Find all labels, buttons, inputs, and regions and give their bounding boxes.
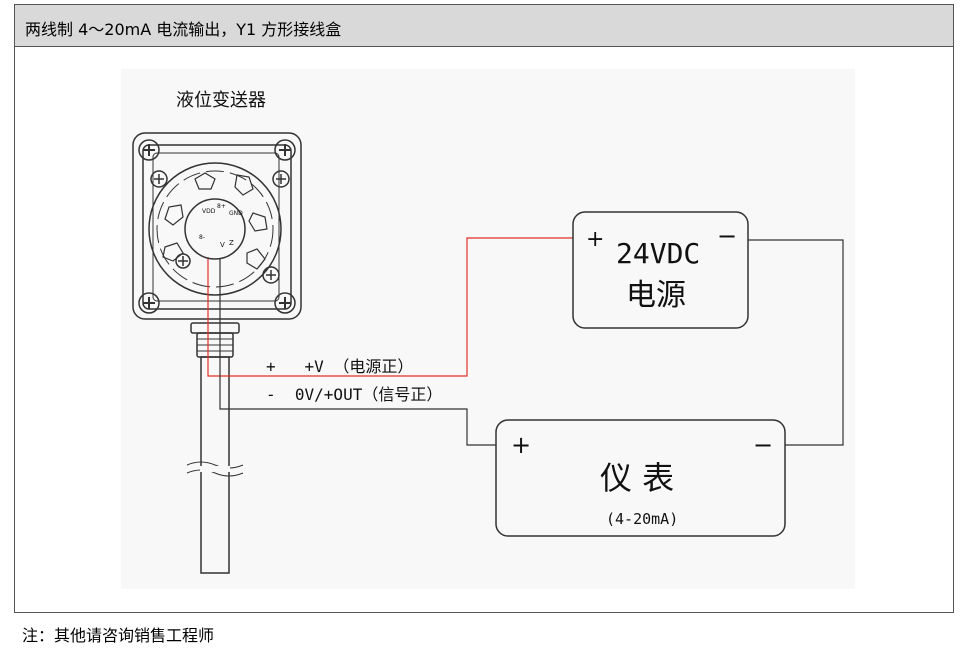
- negative-wire-label: - 0V/+OUT（信号正）: [266, 385, 442, 404]
- transmitter-housing: [132, 132, 302, 574]
- terminal-label: GND: [229, 210, 243, 217]
- corner-screw-icon: [274, 292, 296, 314]
- terminal-label: Z: [229, 239, 234, 247]
- positive-wire-label: + +V （电源正）: [266, 357, 413, 376]
- cable: [200, 356, 230, 574]
- corner-screw-icon: [274, 139, 296, 161]
- positive-wire: [207, 237, 573, 377]
- power-minus-terminal: −: [717, 222, 737, 250]
- corner-screw-icon: [138, 292, 160, 314]
- negative-wire: [219, 259, 496, 446]
- power-plus-terminal: +: [586, 227, 604, 252]
- wiring-diagram: 液位变送器: [121, 69, 855, 589]
- power-supply-box: [572, 211, 749, 329]
- diagram-title: 两线制 4～20mA 电流输出，Y1 方形接线盒: [25, 20, 342, 39]
- diagram-frame: 两线制 4～20mA 电流输出，Y1 方形接线盒 液位变送器: [14, 4, 954, 613]
- power-voltage: 24VDC: [616, 237, 700, 270]
- meter-plus-terminal: +: [511, 431, 531, 459]
- terminal-label: 8+: [217, 203, 226, 210]
- footer-note: 注：其他请咨询销售工程师: [22, 626, 215, 645]
- meter-name: 仪 表: [600, 459, 674, 497]
- corner-screw-icon: [138, 139, 160, 161]
- terminal-label: VDD: [202, 208, 216, 215]
- device-label: 液位变送器: [176, 90, 266, 111]
- meter-range: (4-20mA): [606, 510, 678, 528]
- terminal-label: V: [220, 241, 225, 249]
- meter-box: [495, 419, 786, 537]
- loop-wire: [748, 239, 844, 446]
- meter-minus-terminal: −: [753, 431, 773, 459]
- title-bar: 两线制 4～20mA 电流输出，Y1 方形接线盒: [15, 5, 953, 47]
- drawing-background: [121, 69, 855, 589]
- power-name: 电源: [626, 278, 686, 313]
- terminal-disc: [148, 162, 282, 296]
- terminal-label: 8-: [199, 234, 205, 241]
